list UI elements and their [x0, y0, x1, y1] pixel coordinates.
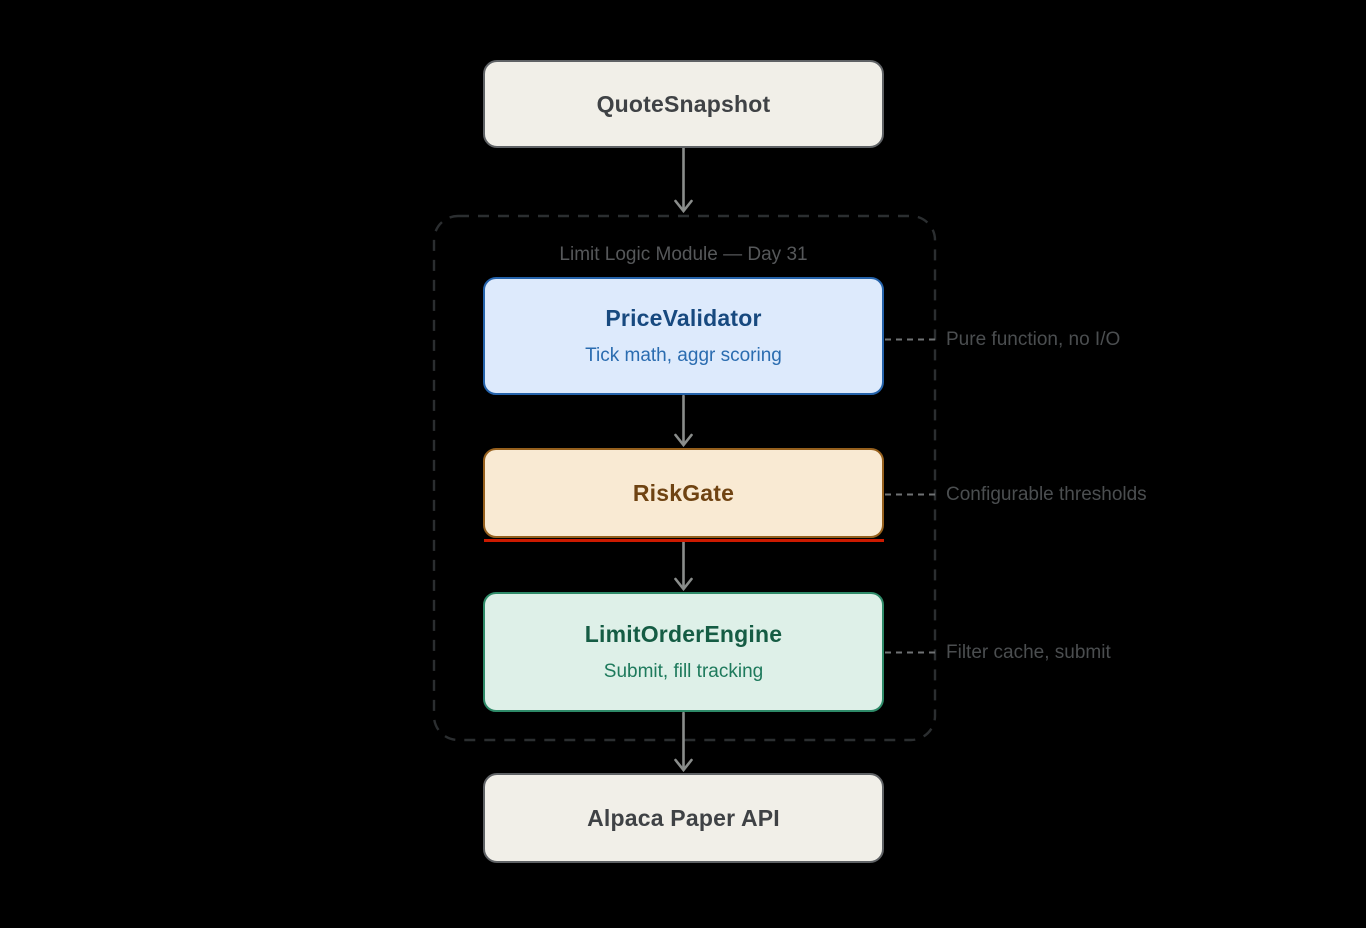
annotation-riskgate: Configurable thresholds	[946, 484, 1147, 505]
arrow-down-icon	[674, 394, 693, 448]
node-title: LimitOrderEngine	[584, 621, 783, 647]
node-subtitle: Submit, fill tracking	[603, 661, 764, 682]
node-title: QuoteSnapshot	[596, 90, 771, 117]
riskgate-red-underline	[484, 539, 884, 542]
node-title: PriceValidator	[605, 305, 762, 331]
node-riskgate: RiskGate	[483, 448, 884, 538]
module-label: Limit Logic Module — Day 31	[559, 244, 808, 265]
node-title: Alpaca Paper API	[587, 804, 780, 831]
arrow-down-icon	[674, 711, 693, 773]
annotation-limitorderengine: Filter cache, submit	[946, 642, 1111, 663]
node-quotesnapshot: QuoteSnapshot	[483, 60, 884, 148]
node-title: RiskGate	[632, 479, 735, 506]
node-subtitle: Tick math, aggr scoring	[585, 345, 782, 366]
annotation-pricevalidator: Pure function, no I/O	[946, 329, 1121, 350]
node-alpaca-paper-api: Alpaca Paper API	[483, 773, 884, 863]
arrow-down-icon	[674, 146, 693, 214]
arrow-down-icon	[674, 539, 693, 592]
node-pricevalidator: PriceValidator Tick math, aggr scoring	[483, 277, 884, 395]
node-limitorderengine: LimitOrderEngine Submit, fill tracking	[483, 592, 884, 712]
